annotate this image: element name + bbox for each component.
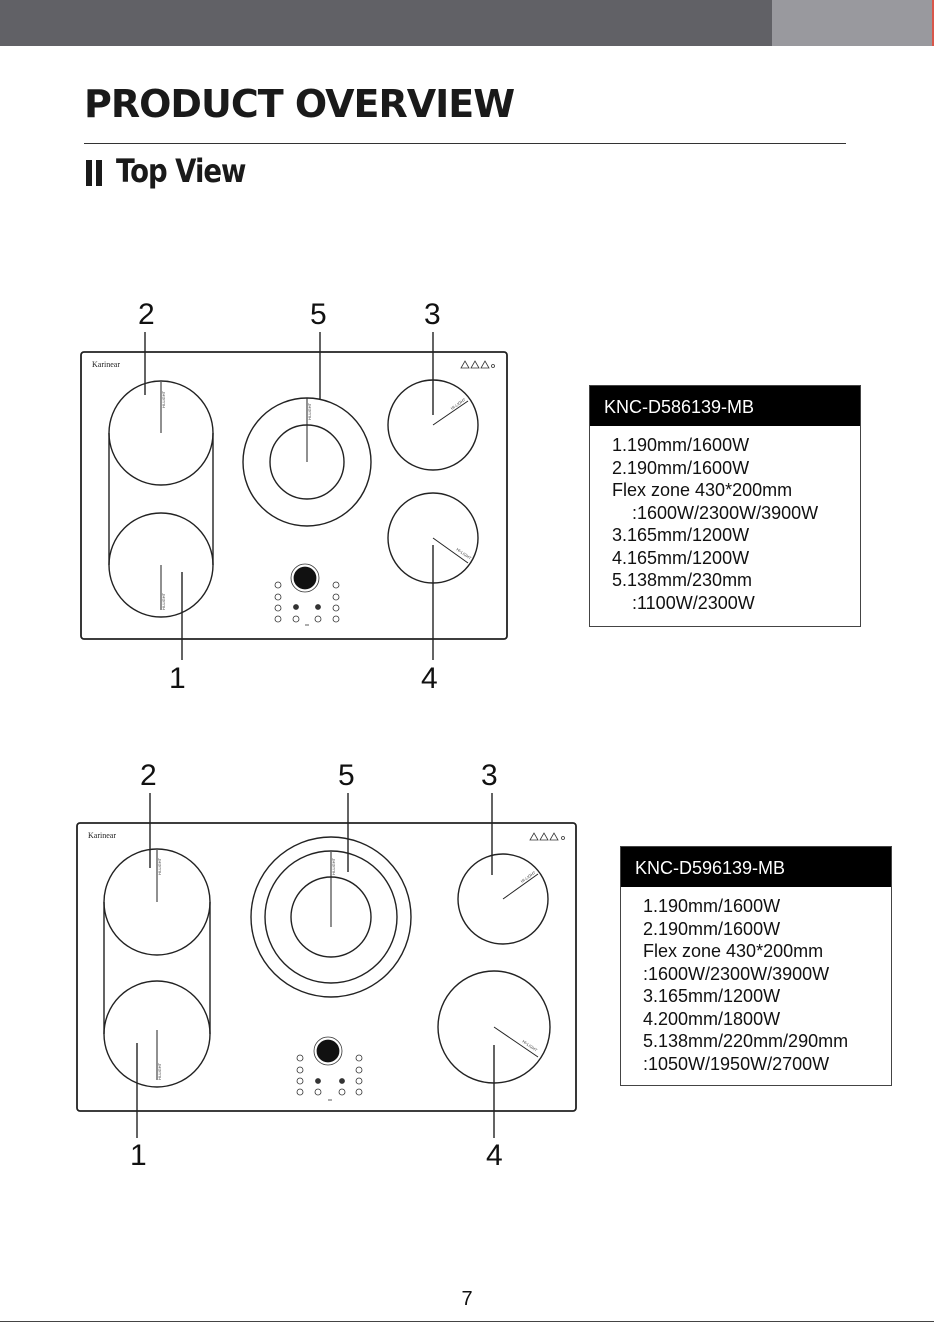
zone-label: HI-LIGHT <box>455 547 472 561</box>
spec-item: 4.200mm/1800W <box>643 1008 781 1029</box>
spec-item: :1100W/2300W <box>632 592 755 613</box>
model-name: KNC-D586139-MB <box>590 386 860 426</box>
header-bar <box>0 0 772 46</box>
spec-box-1: KNC-D586139-MB 1.190mm/1600W 2.190mm/160… <box>589 385 861 627</box>
callout-3: 3 <box>424 298 441 331</box>
spec-list: 1.190mm/1600W 2.190mm/1600W Flex zone 43… <box>621 887 891 1075</box>
section-title: Top View <box>116 152 246 190</box>
spec-item: Flex zone 430*200mm <box>612 480 793 500</box>
control-knob-icon <box>316 1039 340 1063</box>
timer-icon <box>274 593 282 601</box>
zone-label: HI-LIGHT <box>157 857 162 875</box>
callout-2: 2 <box>140 759 157 792</box>
callout-5: 5 <box>338 759 355 792</box>
zone-3 <box>457 853 549 945</box>
callout-5: 5 <box>310 298 327 331</box>
callout-1: 1 <box>130 1139 147 1172</box>
power-icon <box>274 581 282 589</box>
spec-item: 2.190mm/1600W <box>612 457 750 478</box>
flex-zone <box>103 848 211 1088</box>
spec-item: 2.190mm/1600W <box>643 918 781 939</box>
spec-list: 1.190mm/1600W 2.190mm/1600W Flex zone 43… <box>590 426 860 614</box>
spec-item: 5.138mm/220mm/290mm <box>643 1031 849 1051</box>
spec-item: :1050W/1950W/2700W <box>643 1053 830 1074</box>
zone-label: HI-LIGHT <box>307 402 312 420</box>
title-divider <box>84 143 846 144</box>
callout-1: 1 <box>169 662 186 695</box>
cooktop-glass-outline <box>76 822 577 1112</box>
callout-2: 2 <box>138 298 155 331</box>
timer-icon <box>296 1066 304 1074</box>
lock-icon <box>332 581 340 589</box>
zone-label: HI-LIGHT <box>157 1062 162 1080</box>
power-icon <box>296 1054 304 1062</box>
cooktop-diagram-1: 2 5 3 1 4 Karinear HI-LIGHT HI-LIGHT HI-… <box>80 298 508 695</box>
section-marker-icon <box>86 160 102 186</box>
model-name: KNC-D596139-MB <box>621 847 891 887</box>
spec-item: 3.165mm/1200W <box>612 525 750 545</box>
callout-leader-lines <box>136 793 495 1138</box>
page-number: 7 <box>461 1288 473 1310</box>
zone-label: HI-LIGHT <box>161 592 166 610</box>
zone-label: HI-LIGHT <box>331 857 336 875</box>
warning-symbols-icon <box>460 360 495 369</box>
brand-logo: Karinear <box>88 831 116 840</box>
lock-icon <box>355 1054 363 1062</box>
spec-item: :1600W/2300W/3900W <box>643 963 830 984</box>
zone-label: HI-LIGHT <box>521 1039 538 1053</box>
spec-item: Flex zone 430*200mm <box>643 941 824 961</box>
footer-divider <box>0 1321 934 1322</box>
callout-3: 3 <box>481 759 498 792</box>
spec-item: 1.190mm/1600W <box>643 896 781 916</box>
flex-zone <box>108 380 214 618</box>
callout-4: 4 <box>421 662 438 695</box>
warning-symbols-icon <box>529 832 565 841</box>
cooktop-diagram-2: 2 5 3 1 4 Karinear HI-LIGHT HI-LIGHT HI-… <box>76 759 577 1172</box>
brand-logo: Karinear <box>92 360 120 369</box>
spec-item: 4.165mm/1200W <box>612 547 750 568</box>
header-bar-accent <box>772 0 932 46</box>
callout-4: 4 <box>486 1139 503 1172</box>
zone-label: HI-LIGHT <box>161 390 166 408</box>
control-panel <box>274 563 340 626</box>
header-bar-edge <box>932 0 934 46</box>
spec-item: 3.165mm/1200W <box>643 986 781 1006</box>
page-title: PRODUCT OVERVIEW <box>84 82 515 126</box>
callout-leader-lines <box>144 332 434 660</box>
spec-item: :1600W/2300W/3900W <box>632 502 819 523</box>
spec-item: 5.138mm/230mm <box>612 570 753 590</box>
cooktop-glass-outline <box>80 351 508 640</box>
control-knob-icon <box>293 566 317 590</box>
spec-item: 1.190mm/1600W <box>612 435 750 455</box>
spec-box-2: KNC-D596139-MB 1.190mm/1600W 2.190mm/160… <box>620 846 892 1086</box>
control-panel <box>296 1036 363 1101</box>
